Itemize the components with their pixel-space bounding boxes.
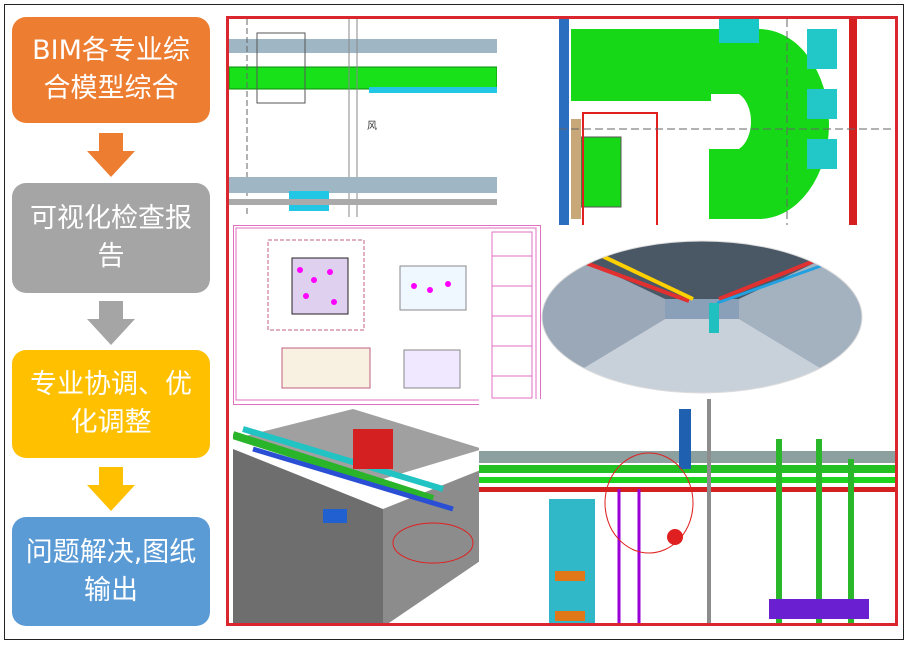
down-arrow-2 [87, 301, 135, 345]
outer-frame [4, 4, 904, 640]
down-arrow-3 [87, 467, 135, 511]
step-coordination-optimization: 专业协调、优化调整 [12, 350, 210, 458]
step-problem-solving-drawing-output: 问题解决,图纸输出 [12, 517, 210, 626]
down-arrow-1 [87, 133, 135, 177]
pipe-section-drawing [479, 399, 895, 623]
construction-drawing-sheet [233, 225, 541, 405]
step-visual-check-report: 可视化检查报告 [12, 183, 210, 293]
duct-bend-plan [559, 19, 895, 225]
drawing-label: 风 [367, 120, 377, 132]
corridor-3d-render [539, 239, 865, 395]
step-model-integration: BIM各专业综合模型综合 [12, 17, 210, 123]
bim-image-collage: 风 [226, 16, 898, 626]
isometric-mep-model [233, 409, 483, 623]
duct-plan-drawing: 风 [229, 19, 497, 217]
